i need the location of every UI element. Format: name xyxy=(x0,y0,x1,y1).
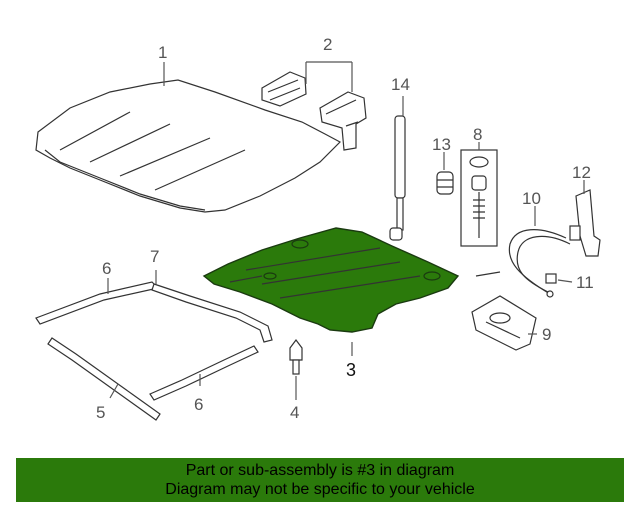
part-8-latch-kit xyxy=(460,149,498,247)
part-11-clip xyxy=(545,273,557,284)
part-13-bumper xyxy=(436,171,454,195)
callout-14: 14 xyxy=(391,75,410,94)
part-4-retainer xyxy=(289,339,303,375)
part-10-release-cable xyxy=(475,229,571,298)
callout-6-bottom: 6 xyxy=(194,395,203,414)
part-6-7-weatherstrips xyxy=(35,281,273,421)
part-3-hood-insulator xyxy=(202,227,460,333)
callout-4: 4 xyxy=(290,403,299,422)
part-12-latch-bracket xyxy=(569,189,601,257)
callout-7: 7 xyxy=(150,247,159,266)
parts-diagram: 1 2 3 4 5 6 6 7 8 9 10 11 12 13 14 xyxy=(35,35,601,422)
callout-11: 11 xyxy=(576,273,594,292)
callout-3: 3 xyxy=(346,360,356,380)
callout-8: 8 xyxy=(473,125,482,144)
callout-5: 5 xyxy=(96,403,105,422)
callout-1: 1 xyxy=(158,43,167,62)
footer-banner: Part or sub-assembly is #3 in diagram Di… xyxy=(16,458,624,502)
footer-line-1: Part or sub-assembly is #3 in diagram xyxy=(185,462,455,479)
callout-6-top: 6 xyxy=(102,259,111,278)
callout-9: 9 xyxy=(542,325,551,344)
callout-labels: 1 2 3 4 5 6 6 7 8 9 10 11 12 13 14 xyxy=(96,35,594,422)
part-1-hood xyxy=(35,79,341,213)
callout-12: 12 xyxy=(572,163,591,182)
callout-10: 10 xyxy=(522,189,541,208)
part-9-latch xyxy=(471,295,537,351)
part-3-fill xyxy=(202,227,460,333)
callout-2: 2 xyxy=(323,35,332,54)
callout-13: 13 xyxy=(432,135,451,154)
part-2-hinges xyxy=(261,71,367,151)
footer-line-2: Diagram may not be specific to your vehi… xyxy=(165,481,475,498)
leader-lines xyxy=(107,61,585,400)
part-14-strut xyxy=(389,115,406,241)
